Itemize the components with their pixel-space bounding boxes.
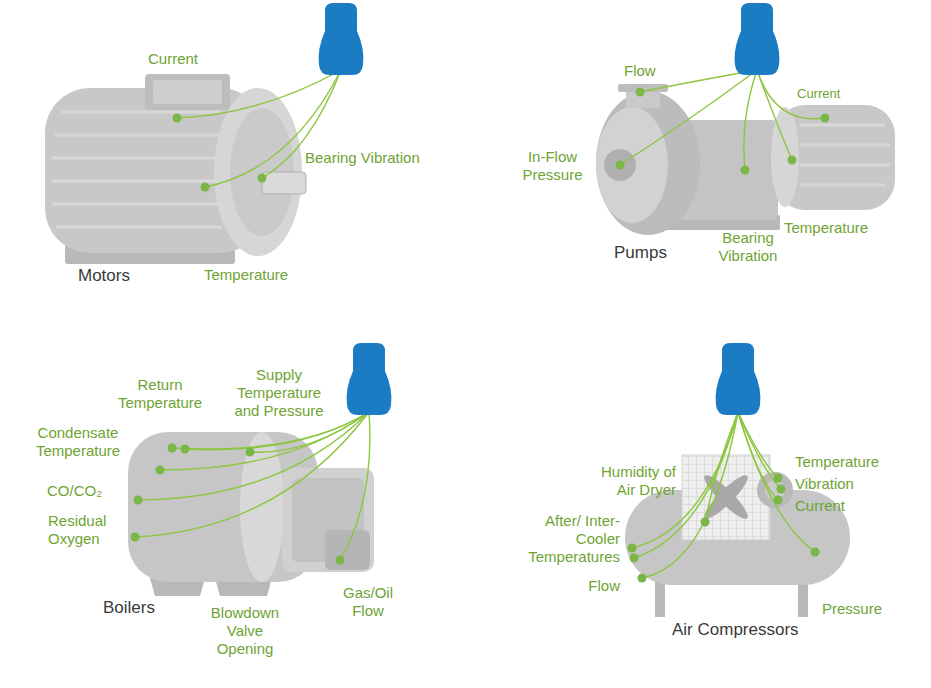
sensor-wire — [340, 412, 370, 560]
sensor-dot — [258, 174, 267, 183]
sensor-dot — [630, 554, 639, 563]
sensor-dot — [201, 183, 210, 192]
sensor-label: In-Flow Pressure — [515, 148, 590, 184]
sensor-dot — [131, 88, 830, 583]
sensor-dot — [628, 544, 637, 553]
sensor-label: Blowdown Valve Opening — [200, 604, 290, 658]
motor-illustration — [52, 157, 222, 160]
motor-illustration — [52, 180, 222, 183]
sensor-wire — [620, 70, 757, 165]
boiler-illustration — [128, 432, 374, 596]
sensor-dot — [774, 496, 783, 505]
machine-name: Air Compressors — [672, 620, 799, 640]
sensor-dot — [246, 448, 255, 457]
sensor-label: After/ Inter-Cooler Temperatures — [520, 512, 620, 566]
motor-illustration — [55, 134, 222, 137]
sensor-label: Bearing Vibration — [305, 149, 420, 167]
sensor-dot — [811, 548, 820, 557]
sensor-wire — [744, 70, 757, 170]
sensor-dot — [168, 444, 177, 453]
sensor-dot — [638, 574, 647, 583]
sensor-wire — [160, 412, 369, 470]
pump-illustration — [800, 164, 890, 167]
sensor-dot — [156, 466, 165, 475]
sensor-hub — [319, 3, 780, 415]
pump-illustration — [800, 124, 885, 127]
sensor-label: CO/CO₂ — [47, 482, 102, 500]
sensor-dot — [788, 156, 797, 165]
pump-illustration — [800, 125, 890, 185]
sensor-hub — [347, 343, 392, 415]
sensor-label: Temperature — [795, 453, 879, 471]
pump-illustration — [800, 184, 885, 187]
sensor-dot — [636, 88, 645, 97]
pump-illustration — [604, 149, 636, 181]
sensor-label: Bearing Vibration — [708, 229, 788, 265]
sensor-dot — [134, 496, 143, 505]
sensor-label: Return Temperature — [110, 376, 210, 412]
motor-illustration — [145, 74, 230, 110]
sensor-dot — [616, 161, 625, 170]
pump-illustration — [800, 144, 890, 147]
sensor-label: Temperature — [204, 266, 288, 284]
sensor-wire — [738, 412, 778, 500]
boiler-illustration — [240, 432, 284, 582]
pump-illustration — [596, 107, 668, 223]
sensor-label: Current — [797, 86, 840, 102]
sensor-label: Residual Oxygen — [48, 512, 120, 548]
machine-name: Boilers — [103, 598, 155, 618]
sensor-label: Temperature — [784, 219, 868, 237]
sensor-label: Humidity of Air Dryer — [586, 463, 676, 499]
sensor-hub — [735, 3, 780, 75]
sensor-label: Condensate Temperature — [28, 424, 128, 460]
sensor-label: Pressure — [822, 600, 882, 618]
sensor-wire — [205, 70, 341, 187]
sensor-dot — [774, 474, 783, 483]
sensor-dot — [741, 166, 750, 175]
motor-illustration — [52, 112, 222, 227]
sensor-wire — [138, 412, 369, 500]
pump-illustration — [771, 107, 799, 207]
machine-name: Pumps — [614, 243, 667, 263]
sensor-dot — [701, 518, 710, 527]
sensor-dot — [131, 533, 140, 542]
sensor-label: Vibration — [795, 475, 854, 493]
sensor-label: Current — [795, 497, 845, 515]
sensor-wire — [135, 70, 825, 578]
sensor-dot — [821, 114, 830, 123]
sensor-dot — [777, 485, 786, 494]
motor-illustration — [262, 172, 306, 194]
pump-illustration — [596, 84, 895, 235]
pump-illustration — [596, 91, 700, 235]
motor-illustration — [62, 111, 222, 114]
sensor-label: Gas/Oil Flow — [333, 584, 403, 620]
motor-illustration — [52, 203, 222, 206]
sensor-wire — [135, 412, 369, 537]
machine-name: Motors — [78, 266, 130, 286]
sensor-hub — [716, 343, 761, 415]
motor-illustration — [153, 80, 222, 104]
sensor-dot — [173, 114, 182, 123]
sensor-label: Flow — [588, 577, 620, 595]
sensor-dot — [181, 445, 190, 454]
sensor-hub — [319, 3, 364, 75]
motor-illustration — [56, 226, 222, 229]
sensor-label: Current — [148, 50, 198, 68]
boiler-illustration — [325, 530, 370, 570]
sensor-label: Flow — [624, 62, 656, 80]
sensor-label: Supply Temperature and Pressure — [231, 366, 327, 420]
sensor-dot — [336, 556, 345, 565]
